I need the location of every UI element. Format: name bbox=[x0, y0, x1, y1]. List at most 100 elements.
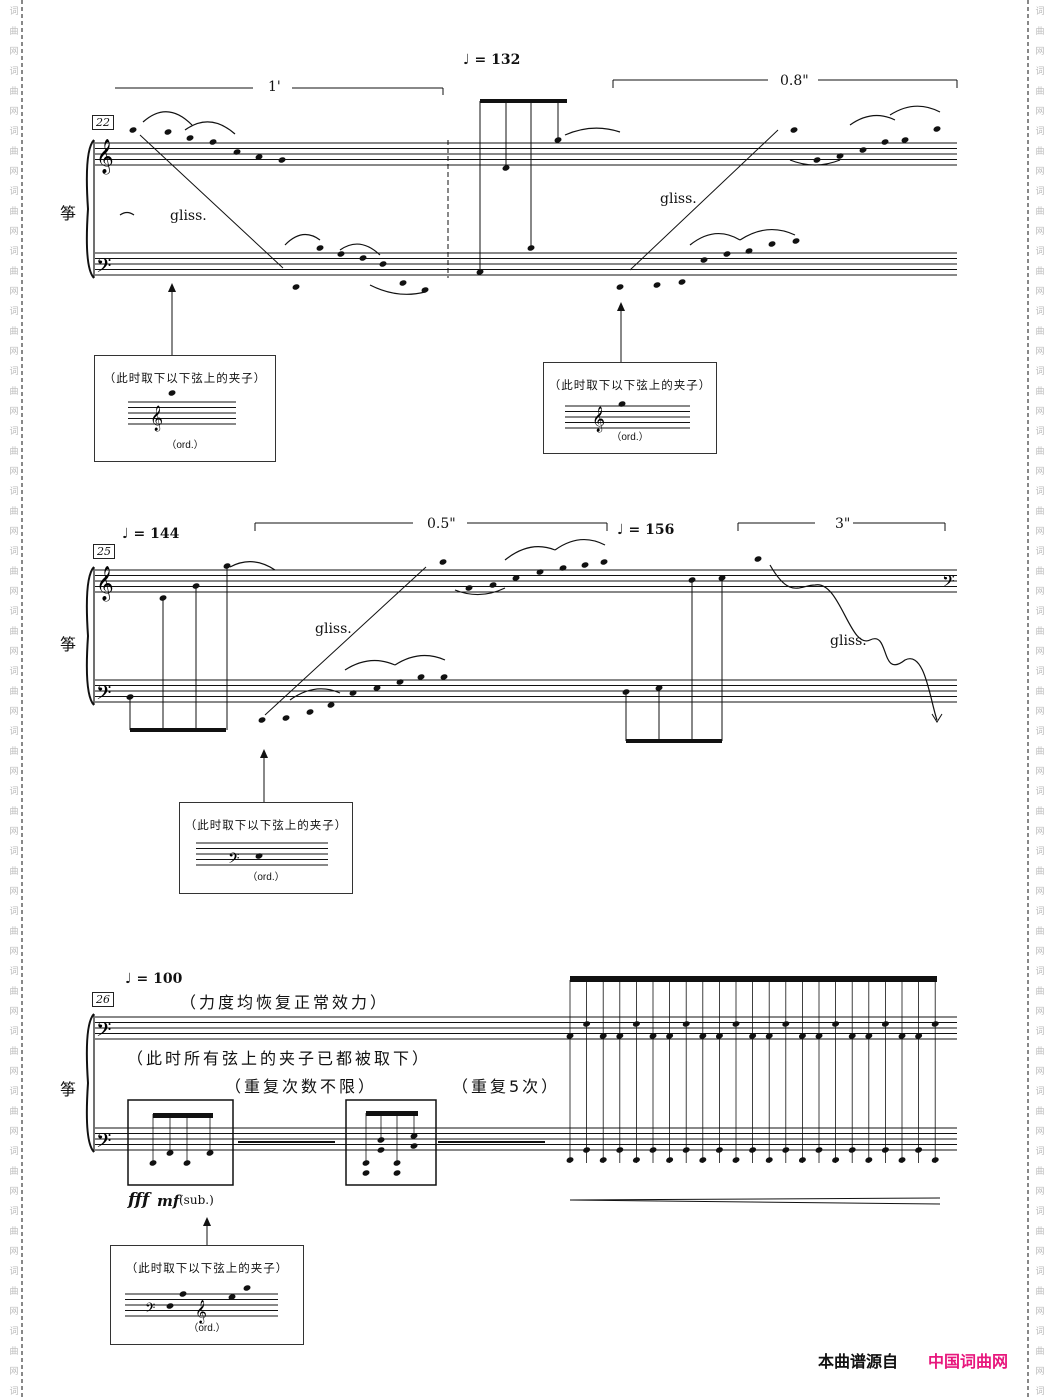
note-head bbox=[915, 1147, 923, 1153]
watermark-text: 词曲网 bbox=[9, 367, 19, 417]
note-head bbox=[166, 1303, 174, 1309]
measure-number: 22 bbox=[92, 115, 114, 130]
note-head bbox=[179, 1291, 187, 1297]
footer-site-link[interactable]: 中国词曲网 bbox=[928, 1352, 1009, 1371]
tempo-marking: ♩ = 144 bbox=[122, 526, 180, 542]
note-head bbox=[396, 679, 404, 685]
dynamic-fff: fff bbox=[128, 1190, 150, 1210]
beam bbox=[626, 739, 722, 743]
note-head bbox=[362, 1170, 370, 1176]
watermark-text: 词曲网 bbox=[9, 607, 19, 657]
watermark-text: 词曲网 bbox=[1035, 127, 1045, 177]
note-head bbox=[632, 1021, 640, 1027]
string-clip-box: （此时取下以下弦上的夹子） （ord.） bbox=[179, 802, 353, 894]
slur bbox=[889, 105, 941, 116]
note-head bbox=[655, 685, 663, 691]
note-head bbox=[243, 1285, 251, 1291]
slur bbox=[142, 111, 193, 126]
box-ord: （ord.） bbox=[188, 1323, 226, 1334]
note-head bbox=[566, 1033, 574, 1039]
note-head bbox=[255, 154, 263, 160]
brace bbox=[85, 1013, 95, 1153]
note-head bbox=[149, 1160, 157, 1166]
performance-note: （力度均恢复正常效力） bbox=[180, 993, 390, 1012]
note-head bbox=[337, 251, 345, 257]
note-head bbox=[536, 569, 544, 575]
note-head bbox=[745, 248, 753, 254]
dynamic-sub: (sub.) bbox=[179, 1193, 214, 1207]
watermark-text: 词曲网 bbox=[1035, 7, 1045, 57]
note-head bbox=[129, 127, 137, 133]
watermark-text: 词曲网 bbox=[9, 427, 19, 477]
note-head bbox=[166, 1150, 174, 1156]
note-head bbox=[377, 1147, 385, 1153]
slur bbox=[339, 243, 381, 256]
treble-clef: 𝄞 bbox=[195, 1299, 207, 1324]
note-head bbox=[790, 127, 798, 133]
note-head bbox=[566, 1157, 574, 1163]
repeat-box bbox=[345, 1099, 437, 1186]
note-head bbox=[417, 674, 425, 680]
note-head bbox=[362, 1160, 370, 1166]
note-head bbox=[765, 1157, 773, 1163]
treble-clef: 𝄞 bbox=[96, 566, 114, 602]
note-head bbox=[933, 126, 941, 132]
note-head bbox=[316, 245, 324, 251]
note-head bbox=[206, 1150, 214, 1156]
note-head bbox=[836, 153, 844, 159]
arrow-head bbox=[617, 302, 625, 311]
watermark-text: 词曲网 bbox=[1035, 427, 1045, 477]
arrow-head bbox=[931, 713, 943, 723]
performance-note: （重复次数不限） bbox=[225, 1077, 378, 1096]
watermark-text: 词曲网 bbox=[9, 127, 19, 177]
note-head bbox=[583, 1147, 591, 1153]
bass-clef: 𝄢 bbox=[228, 850, 240, 871]
note-head bbox=[832, 1021, 840, 1027]
note-head bbox=[599, 1033, 607, 1039]
note-head bbox=[599, 1157, 607, 1163]
duration-label: 0.5" bbox=[427, 516, 456, 532]
arrow-head bbox=[260, 749, 268, 758]
watermark-text: 词曲网 bbox=[1035, 547, 1045, 597]
slur bbox=[344, 659, 396, 671]
note-head bbox=[859, 147, 867, 153]
note-head bbox=[476, 269, 484, 275]
watermark-text: 词曲网 bbox=[9, 847, 19, 897]
watermark-text: 词曲网 bbox=[1035, 1267, 1045, 1317]
watermark-text: 词曲网 bbox=[1035, 307, 1045, 357]
note-head bbox=[718, 575, 726, 581]
hairpin bbox=[569, 1199, 941, 1205]
note-head bbox=[732, 1021, 740, 1027]
note-head bbox=[616, 284, 624, 290]
watermark-text: 词曲网 bbox=[9, 1027, 19, 1077]
note-head bbox=[881, 1147, 889, 1153]
gliss-label: gliss. bbox=[170, 208, 207, 224]
watermark-text: 词曲网 bbox=[9, 307, 19, 357]
box-caption: （此时取下以下弦上的夹子） bbox=[125, 1261, 289, 1275]
watermark-text: 词曲网 bbox=[9, 1147, 19, 1197]
box-ord: （ord.） bbox=[247, 872, 285, 883]
note-head bbox=[377, 1137, 385, 1143]
watermark-text: 词曲网 bbox=[1035, 187, 1045, 237]
note-head bbox=[798, 1033, 806, 1039]
repeat-box bbox=[127, 1099, 234, 1186]
note-head bbox=[183, 1160, 191, 1166]
arrow-head bbox=[203, 1217, 211, 1226]
note-head bbox=[255, 853, 263, 859]
note-head bbox=[700, 257, 708, 263]
note-head bbox=[258, 717, 266, 723]
note-head bbox=[678, 279, 686, 285]
note-head bbox=[126, 694, 134, 700]
watermark-text: 词曲网 bbox=[9, 487, 19, 537]
watermark-text: 词曲网 bbox=[1035, 1027, 1045, 1077]
note-head bbox=[559, 565, 567, 571]
note-head bbox=[682, 1021, 690, 1027]
bass-clef: 𝄢 bbox=[96, 1018, 111, 1046]
note-head bbox=[465, 585, 473, 591]
watermark-text: 词曲网 bbox=[9, 967, 19, 1017]
note-head bbox=[666, 1157, 674, 1163]
tempo-marking: ♩ = 100 bbox=[125, 971, 183, 987]
hairpin bbox=[569, 1197, 941, 1201]
note-head bbox=[223, 563, 231, 569]
beam bbox=[570, 976, 937, 982]
